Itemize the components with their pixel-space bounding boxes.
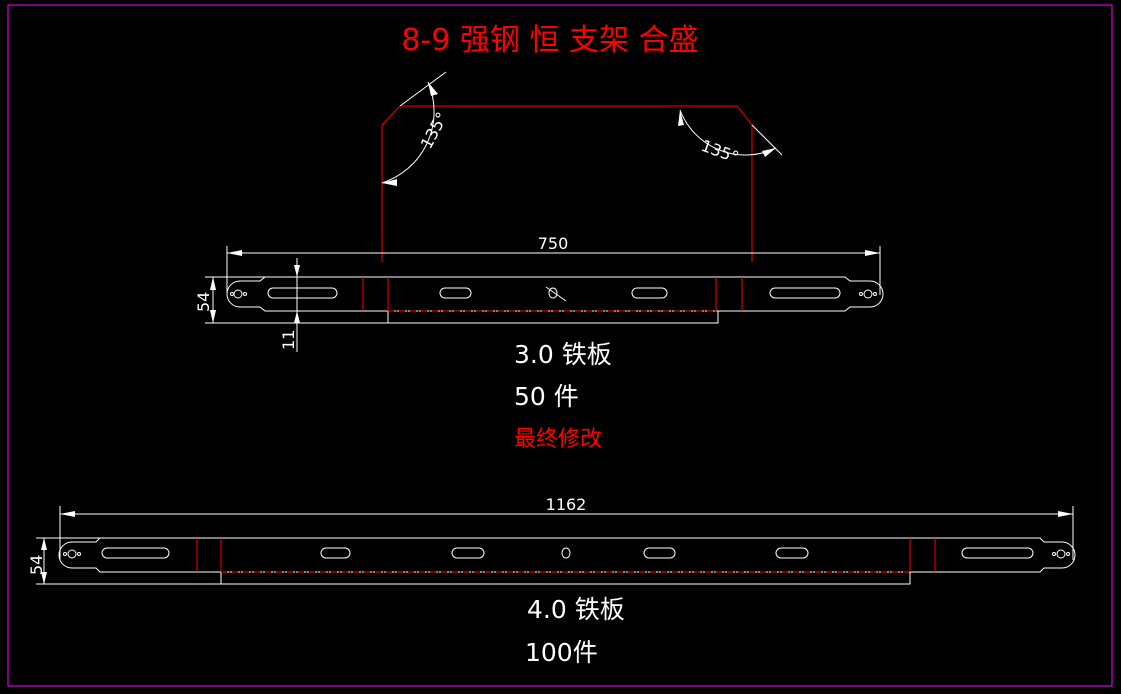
length-dim-1162: 1162 (546, 495, 587, 514)
part1-material: 3.0 铁板 (514, 340, 612, 369)
part1-flat-bar (226, 276, 884, 324)
part1-dimensions: 750 54 11 (194, 234, 881, 352)
part1-bend-profile: 135° 135° (381, 71, 783, 262)
part2-quantity: 100件 (525, 638, 598, 667)
drawing-border (7, 4, 1113, 687)
length-dim-750: 750 (538, 234, 569, 253)
width-dim-54: 54 (194, 292, 213, 312)
flange-dim-11: 11 (279, 330, 298, 350)
part2-dimensions: 1162 54 (27, 495, 1074, 585)
part2-flat-bar (58, 537, 1076, 585)
part1-quantity: 50 件 (514, 382, 579, 411)
width-dim-54: 54 (27, 555, 46, 575)
angle-left-label: 135° (417, 109, 452, 152)
part2-material: 4.0 铁板 (527, 595, 625, 624)
part1-note: 最终修改 (514, 427, 602, 452)
drawing-title: 8-9 强钢 恒 支架 合盛 (401, 23, 698, 58)
angle-right-label: 135° (699, 136, 742, 167)
